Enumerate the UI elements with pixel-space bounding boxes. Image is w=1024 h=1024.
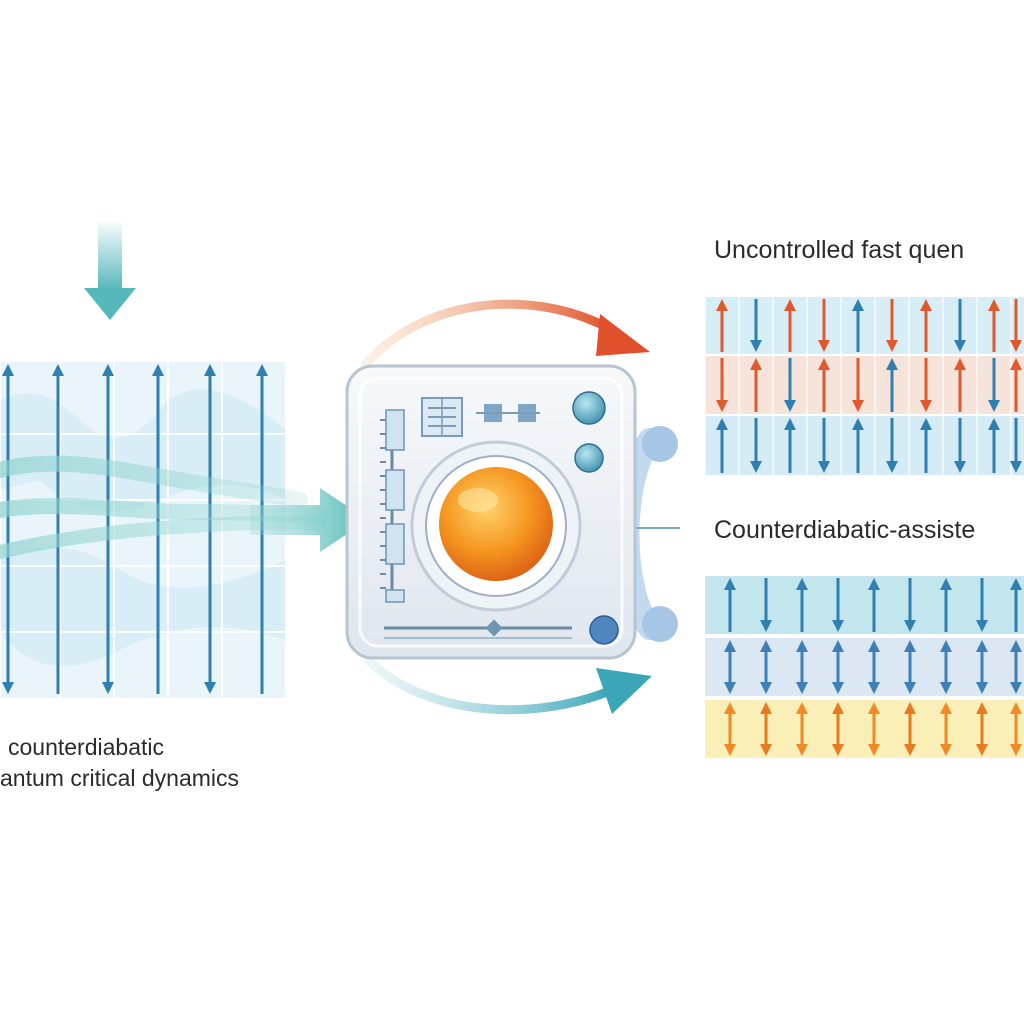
left-caption-line-2: antum critical dynamics xyxy=(0,765,240,791)
spin-arrow xyxy=(784,358,796,412)
spin-arrow xyxy=(1010,640,1022,694)
spin-arrow xyxy=(1010,299,1022,352)
counterdiabatic-spin-panel xyxy=(705,576,1024,758)
spin-arrow xyxy=(750,358,762,412)
spin-arrow xyxy=(940,702,952,756)
spin-arrow xyxy=(886,418,898,473)
spin-arrow xyxy=(760,578,772,632)
uncontrolled-quench-title: Uncontrolled fast quen xyxy=(714,236,965,264)
spin-arrow xyxy=(852,358,864,412)
spin-arrow xyxy=(724,578,736,632)
spin-arrow xyxy=(954,299,966,352)
counterdiabatic-assisted-title: Counterdiabatic-assiste xyxy=(714,516,976,544)
spin-arrow xyxy=(920,358,932,412)
spin-arrow xyxy=(954,358,966,412)
spin-arrow xyxy=(818,358,830,412)
curved-arrow-orange-icon xyxy=(360,299,650,370)
spin-arrow xyxy=(1010,578,1022,632)
spin-arrow xyxy=(868,702,880,756)
left-caption-line-1: counterdiabatic xyxy=(8,734,164,760)
spin-arrow xyxy=(724,702,736,756)
spin-arrow xyxy=(760,640,772,694)
spin-arrow xyxy=(760,702,772,756)
spin-arrow xyxy=(716,299,728,352)
spin-arrow xyxy=(868,578,880,632)
spin-arrow xyxy=(2,364,14,694)
spin-arrow xyxy=(976,578,988,632)
spin-arrow xyxy=(920,418,932,473)
spin-arrow xyxy=(818,418,830,473)
spin-arrow xyxy=(886,299,898,352)
spin-arrow xyxy=(832,702,844,756)
spin-arrow xyxy=(954,418,966,473)
spin-arrow xyxy=(724,640,736,694)
spin-arrow xyxy=(750,299,762,352)
curved-arrow-teal-icon xyxy=(363,655,652,715)
spin-arrow xyxy=(852,418,864,473)
spin-arrow xyxy=(886,358,898,412)
left-spin-lattice xyxy=(0,362,328,698)
spin-arrow xyxy=(868,640,880,694)
spin-arrow xyxy=(988,418,1000,473)
spin-arrow xyxy=(976,640,988,694)
spin-arrow xyxy=(940,578,952,632)
spin-arrow xyxy=(976,702,988,756)
spin-arrow xyxy=(904,640,916,694)
spin-arrow xyxy=(784,418,796,473)
spin-arrow xyxy=(920,299,932,352)
spin-arrow xyxy=(716,418,728,473)
spin-arrow xyxy=(1010,358,1022,412)
spin-arrow xyxy=(784,299,796,352)
spin-arrow xyxy=(1010,418,1022,473)
down-arrow-icon xyxy=(84,222,136,320)
spin-arrow xyxy=(1010,702,1022,756)
spin-arrow xyxy=(796,640,808,694)
spin-arrow xyxy=(716,358,728,412)
spin-arrow xyxy=(832,578,844,632)
spin-arrow xyxy=(852,299,864,352)
spin-arrow xyxy=(818,299,830,352)
spin-arrow xyxy=(988,358,1000,412)
spin-arrow xyxy=(796,578,808,632)
left-caption: counterdiabatic antum critical dynamics xyxy=(0,732,239,794)
uncontrolled-spin-panel xyxy=(704,297,1024,475)
spin-arrow xyxy=(52,364,64,694)
quantum-control-device-icon xyxy=(345,364,680,660)
spin-arrow xyxy=(940,640,952,694)
spin-arrow xyxy=(988,299,1000,352)
spin-arrow xyxy=(904,578,916,632)
spin-arrow xyxy=(750,418,762,473)
spin-arrow xyxy=(832,640,844,694)
spin-arrow xyxy=(904,702,916,756)
spin-arrow xyxy=(796,702,808,756)
flow-arrow-icon xyxy=(250,488,368,552)
